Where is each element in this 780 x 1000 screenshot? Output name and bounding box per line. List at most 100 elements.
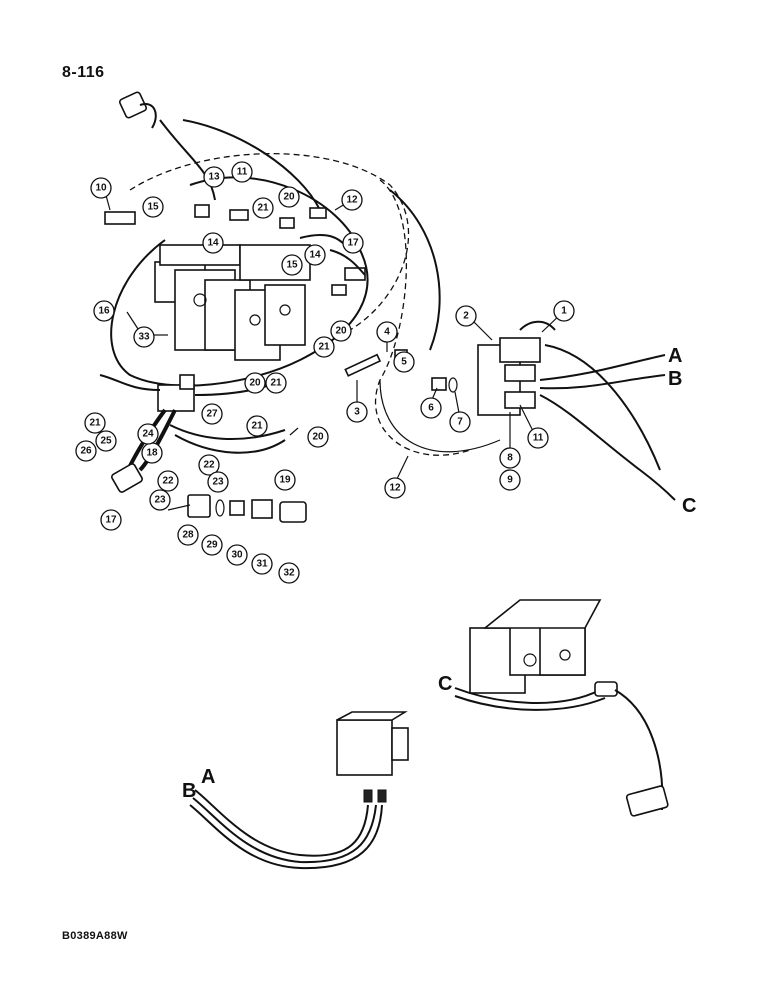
svg-text:22: 22 xyxy=(203,460,215,471)
callout-23: 23 xyxy=(149,489,171,511)
svg-text:22: 22 xyxy=(162,476,174,487)
svg-text:4: 4 xyxy=(384,327,390,338)
callout-25: 25 xyxy=(95,430,117,452)
callouts: 1 2 3 4 5 6 7 8 9 10 11 11 12 12 13 14 1… xyxy=(75,161,575,584)
callout-20: 20 xyxy=(278,186,300,208)
callout-10: 10 xyxy=(90,177,112,199)
svg-text:5: 5 xyxy=(401,357,407,368)
large-hose-loop xyxy=(110,152,501,456)
svg-text:17: 17 xyxy=(105,515,117,526)
svg-text:20: 20 xyxy=(283,192,295,203)
callout-21d: 21 xyxy=(84,412,106,434)
callout-15b: 15 xyxy=(281,254,303,276)
callout-12: 12 xyxy=(341,189,363,211)
callout-1: 1 xyxy=(553,300,575,322)
svg-text:30: 30 xyxy=(231,550,243,561)
callout-15: 15 xyxy=(142,196,164,218)
callout-14: 14 xyxy=(202,232,224,254)
svg-text:20: 20 xyxy=(249,378,261,389)
svg-text:3: 3 xyxy=(354,407,360,418)
connection-label-b-lower: B xyxy=(182,780,196,802)
callout-24: 24 xyxy=(137,423,159,445)
svg-text:13: 13 xyxy=(208,172,220,183)
svg-text:19: 19 xyxy=(279,475,291,486)
svg-text:11: 11 xyxy=(237,167,248,178)
callout-20b: 20 xyxy=(330,320,352,342)
svg-text:29: 29 xyxy=(206,540,218,551)
right-valve-block xyxy=(344,320,676,501)
svg-text:14: 14 xyxy=(207,238,219,249)
valve-bank-fittings xyxy=(194,204,366,296)
svg-text:16: 16 xyxy=(98,306,110,317)
svg-text:27: 27 xyxy=(206,409,218,420)
svg-text:32: 32 xyxy=(283,568,295,579)
svg-text:15: 15 xyxy=(147,202,159,213)
lower-center-valve xyxy=(189,711,409,870)
svg-text:33: 33 xyxy=(138,332,150,343)
callout-7: 7 xyxy=(449,411,471,433)
callout-23b: 23 xyxy=(207,471,229,493)
callout-6: 6 xyxy=(420,397,442,419)
callout-29: 29 xyxy=(201,534,223,556)
svg-text:17: 17 xyxy=(347,238,359,249)
callout-20c: 20 xyxy=(244,372,266,394)
callout-17: 17 xyxy=(342,232,364,254)
lower-right-valve xyxy=(454,599,669,817)
callout-31: 31 xyxy=(251,553,273,575)
connection-label-c: C xyxy=(682,495,696,517)
svg-text:12: 12 xyxy=(346,195,358,206)
svg-text:21: 21 xyxy=(270,378,282,389)
top-elbow-fitting xyxy=(118,91,321,211)
callout-22b: 22 xyxy=(198,454,220,476)
callout-20d: 20 xyxy=(307,426,329,448)
control-valve-bank xyxy=(104,211,311,361)
callout-21c: 21 xyxy=(265,372,287,394)
callout-33: 33 xyxy=(133,326,155,348)
svg-text:9: 9 xyxy=(507,475,513,486)
callout-27: 27 xyxy=(201,403,223,425)
callout-26: 26 xyxy=(75,440,97,462)
svg-text:12: 12 xyxy=(389,483,401,494)
fitting-parts-row xyxy=(187,494,307,523)
svg-text:26: 26 xyxy=(80,446,92,457)
svg-text:21: 21 xyxy=(89,418,101,429)
connection-label-b: B xyxy=(668,368,682,390)
svg-text:2: 2 xyxy=(463,311,469,322)
svg-text:20: 20 xyxy=(335,326,347,337)
svg-text:15: 15 xyxy=(286,260,298,271)
svg-text:14: 14 xyxy=(309,250,321,261)
callout-11b: 11 xyxy=(527,427,549,449)
callout-21b: 21 xyxy=(313,336,335,358)
callout-8: 8 xyxy=(499,447,521,469)
connection-label-a: A xyxy=(668,345,682,367)
svg-text:11: 11 xyxy=(533,433,544,444)
lower-left-valve xyxy=(99,374,286,493)
svg-text:1: 1 xyxy=(561,306,567,317)
connection-label-c-lower: C xyxy=(438,673,452,695)
callout-32: 32 xyxy=(278,562,300,584)
callout-18: 18 xyxy=(141,442,163,464)
callout-17b: 17 xyxy=(100,509,122,531)
svg-text:7: 7 xyxy=(457,417,463,428)
svg-text:10: 10 xyxy=(95,183,107,194)
connection-label-a-lower: A xyxy=(201,766,215,788)
callout-5: 5 xyxy=(393,351,415,373)
callout-19: 19 xyxy=(274,469,296,491)
callout-12b: 12 xyxy=(384,477,406,499)
callout-21e: 21 xyxy=(246,415,268,437)
callout-3: 3 xyxy=(346,401,368,423)
figure-code: B0389A88W xyxy=(62,930,128,942)
svg-text:31: 31 xyxy=(256,559,268,570)
svg-text:25: 25 xyxy=(100,436,112,447)
svg-text:24: 24 xyxy=(142,429,154,440)
svg-text:28: 28 xyxy=(182,530,194,541)
callout-21: 21 xyxy=(252,197,274,219)
page-number: 8-116 xyxy=(62,64,105,81)
callout-4: 4 xyxy=(376,321,398,343)
svg-text:18: 18 xyxy=(146,448,158,459)
svg-text:20: 20 xyxy=(312,432,324,443)
svg-text:21: 21 xyxy=(257,203,269,214)
callout-9: 9 xyxy=(499,469,521,491)
svg-text:21: 21 xyxy=(318,342,330,353)
